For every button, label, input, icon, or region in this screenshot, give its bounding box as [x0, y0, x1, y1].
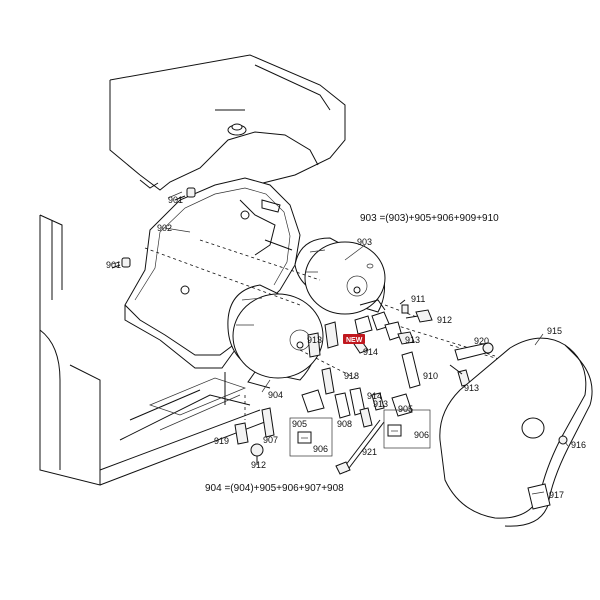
- part-label-906-right: 906: [414, 430, 429, 440]
- group-box-left: [289, 417, 333, 457]
- part-label-914-lower: 914: [367, 391, 382, 401]
- part-label-913-lower: 913: [373, 399, 388, 409]
- upper-casting-outline: [109, 54, 346, 211]
- part-label-906-left: 906: [313, 444, 328, 454]
- part-label-908: 908: [337, 419, 352, 429]
- part-label-903: 903: [357, 237, 372, 247]
- part-label-915: 915: [547, 326, 562, 336]
- new-badge: NEW: [343, 334, 365, 344]
- part-label-913-right: 913: [464, 383, 479, 393]
- motor-903: [294, 237, 386, 315]
- part-label-904: 904: [268, 390, 283, 400]
- part-label-912-right: 912: [437, 315, 452, 325]
- part-label-912-lower: 912: [251, 460, 266, 470]
- part-label-919: 919: [214, 436, 229, 446]
- part-label-901-upper: 901: [168, 195, 183, 205]
- part-label-921: 921: [362, 447, 377, 457]
- part-label-905-right: 905: [398, 404, 413, 414]
- part-label-902: 902: [157, 223, 172, 233]
- part-label-918: 918: [344, 371, 359, 381]
- part-label-905-left: 905: [292, 419, 307, 429]
- new-badge-label: NEW: [346, 337, 363, 344]
- screw-901-lower: [111, 257, 131, 269]
- part-label-913-left: 913: [307, 335, 322, 345]
- part-label-917: 917: [549, 490, 564, 500]
- part-label-914-upper: 914: [363, 347, 378, 357]
- formula-904: 904 =(904)+905+906+907+908: [205, 483, 344, 494]
- terminals-and-screws: [234, 299, 494, 475]
- part-label-916: 916: [571, 440, 586, 450]
- clip-917: [527, 483, 551, 510]
- motor-904: [227, 284, 324, 389]
- leader-lines: [111, 191, 569, 447]
- part-label-913-mid: 913: [405, 335, 420, 345]
- part-label-901-lower: 901: [106, 260, 121, 270]
- formula-903: 903 =(903)+905+906+909+910: [360, 213, 499, 224]
- machine-body-outline: [39, 214, 271, 486]
- group-box-right: [383, 409, 431, 449]
- screw-901-upper: [174, 187, 196, 201]
- cover-915: [439, 337, 593, 527]
- part-label-911: 911: [411, 294, 425, 304]
- part-label-907: 907: [263, 435, 278, 445]
- part-label-910: 910: [423, 371, 438, 381]
- part-label-920: 920: [474, 336, 489, 346]
